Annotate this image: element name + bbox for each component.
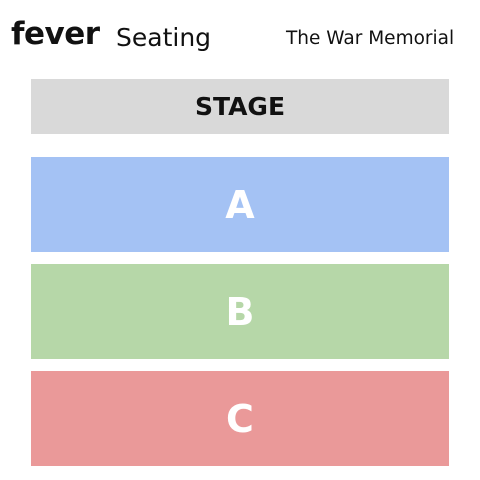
seating-section-c[interactable]: C [31,371,449,466]
section-c-label: C [226,396,254,441]
fever-logo: fever [11,16,100,52]
seating-section-b[interactable]: B [31,264,449,359]
section-a-label: A [225,182,255,227]
header: fever Seating The War Memorial [0,0,480,60]
seating-section-a[interactable]: A [31,157,449,252]
page-title: Seating [116,23,212,52]
venue-name: The War Memorial [286,28,455,49]
section-b-label: B [225,289,255,334]
stage-area: STAGE [31,79,449,134]
stage-label: STAGE [194,92,286,121]
